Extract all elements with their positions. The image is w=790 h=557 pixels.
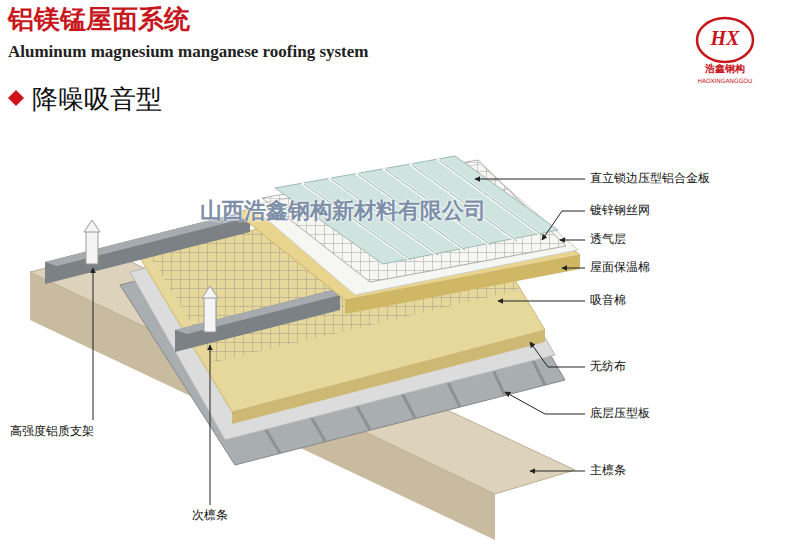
logo-latin: HAOXINGANGGOU xyxy=(687,77,763,84)
watermark: 山西浩鑫钢构新材料有限公司 xyxy=(200,198,486,224)
logo-name: 浩鑫钢构 xyxy=(697,63,753,75)
part-label: 无纺布 xyxy=(590,359,626,373)
bullet-diamond xyxy=(8,90,24,106)
section-heading: 降噪吸音型 xyxy=(32,84,162,115)
part-label: 高强度铝质支架 xyxy=(10,424,94,438)
aluminium-bracket xyxy=(84,220,218,332)
title: 铝镁锰屋面系统 xyxy=(8,4,190,35)
logo-ring xyxy=(697,18,753,62)
part-label: 透气层 xyxy=(590,232,626,246)
part-label: 直立锁边压型铝合金板 xyxy=(590,171,710,185)
logo-mark: HX xyxy=(697,26,753,50)
part-label: 次檩条 xyxy=(192,508,228,522)
part-label: 镀锌钢丝网 xyxy=(590,203,650,217)
part-label: 屋面保温棉 xyxy=(590,260,650,274)
subtitle: Aluminum magnesium manganese roofing sys… xyxy=(8,42,368,62)
part-label: 底层压型板 xyxy=(590,406,650,420)
part-label: 主檩条 xyxy=(590,463,626,477)
leader-line xyxy=(93,179,585,505)
part-label: 吸音棉 xyxy=(590,293,626,307)
sound-wool xyxy=(140,180,545,424)
